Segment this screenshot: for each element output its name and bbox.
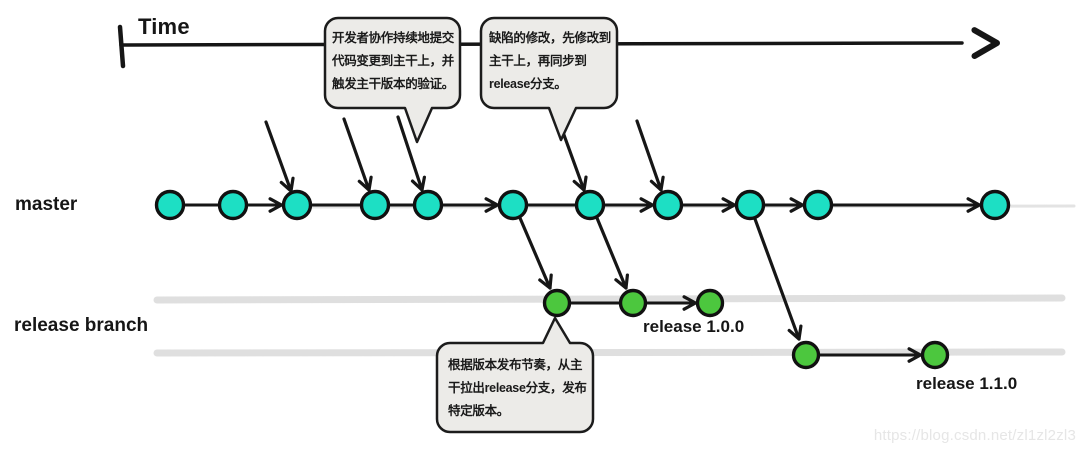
master-commit-node	[412, 189, 444, 221]
incoming-commit-arrow	[396, 115, 424, 192]
incoming-commit-arrow-head	[649, 175, 665, 192]
branch-sync-arrow	[595, 216, 628, 290]
master-commit-node	[734, 189, 766, 221]
master-commit-node	[281, 189, 313, 221]
master-commit-node	[652, 189, 684, 221]
incoming-commit-arrow	[342, 117, 371, 192]
release-1-0-0-label: release 1.0.0	[643, 317, 745, 336]
time-axis-label: Time	[138, 14, 190, 39]
branch-sync-arrow	[753, 217, 801, 341]
branch-sync-arrow	[518, 216, 552, 290]
master-commit-node	[359, 189, 391, 221]
callout-trunk-commits-text: 开发者协作持续地提交 代码变更到主干上，并 触发主干版本的验证。	[332, 31, 455, 91]
speech-bubble-shape-1	[323, 16, 462, 144]
incoming-commit-arrow-head	[279, 176, 295, 193]
callout-defect-fix-text: 缺陷的修改，先修改到 主干上，再同步到 release分支。	[489, 31, 612, 91]
master-commit-node	[217, 189, 249, 221]
highlight-band	[153, 294, 1066, 304]
master-arrowhead-icon	[268, 197, 284, 213]
highlight-band	[153, 348, 1066, 357]
release-branch-label: release branch	[14, 315, 149, 336]
watermark-text: https://blog.csdn.net/zl1zl2zl3	[873, 427, 1076, 444]
incoming-commit-arrow	[635, 119, 663, 192]
time-axis-arrowhead-icon	[971, 27, 1000, 59]
incoming-commit-arrow-head	[410, 175, 426, 192]
branch-sync-arrow-head	[538, 273, 553, 290]
master-branch-label: master	[15, 194, 78, 215]
master-commit-node	[802, 189, 834, 221]
release-1-1-0-commit-node	[920, 340, 950, 370]
branch-sync-arrow-head	[614, 273, 630, 290]
master-arrowhead-icon	[789, 197, 805, 213]
master-commit-node	[154, 189, 186, 221]
incoming-commit-arrow-head	[357, 175, 373, 192]
master-arrowhead-icon	[484, 197, 500, 213]
release-1-0-0-commit-node	[542, 288, 572, 318]
callout-release-cut-text: 根据版本发布节奏，从主 干拉出release分支，发布 特定版本。	[448, 358, 587, 418]
release-1-1-0-commit-node	[791, 340, 821, 370]
master-commit-node	[574, 189, 606, 221]
speech-bubble-shape-2	[479, 16, 619, 142]
speech-bubble-shape-3	[435, 316, 595, 434]
release-1-0-0-commit-node	[695, 288, 725, 318]
release-1-1-0-arrowhead-icon	[907, 347, 923, 363]
master-commit-node	[979, 189, 1011, 221]
master-arrowhead-icon	[639, 197, 655, 213]
release-1-0-0-arrowhead-icon	[682, 295, 698, 311]
master-arrowhead-icon	[966, 197, 982, 213]
release-1-0-0-commit-node	[618, 288, 648, 318]
master-commit-node	[497, 189, 529, 221]
master-arrowhead-icon	[721, 197, 737, 213]
incoming-commit-arrow	[264, 120, 293, 193]
incoming-commit-arrow-head	[572, 175, 588, 192]
branch-sync-arrow-head	[787, 324, 803, 341]
release-1-1-0-label: release 1.1.0	[916, 374, 1018, 393]
